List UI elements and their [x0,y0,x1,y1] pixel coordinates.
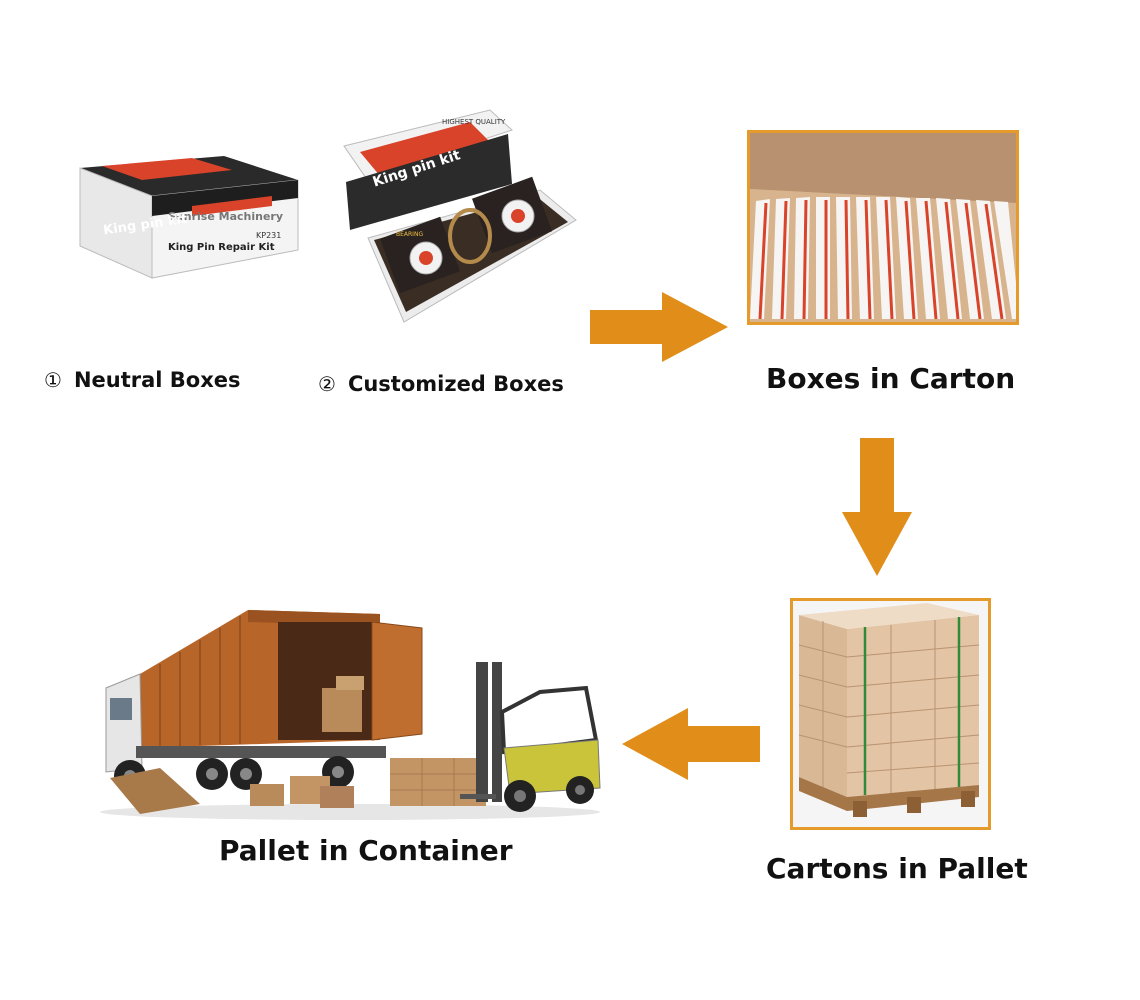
customized-boxes-text: Customized Boxes [347,372,564,396]
cartons-in-pallet-label: Cartons in Pallet [766,852,1028,885]
customized-insert-label: BEARING [396,231,423,238]
customized-box-image: HIGHEST QUALITY King pin kit BEARING Kin… [340,108,580,330]
pallet-in-container-label: Pallet in Container [219,834,513,867]
carton-image [747,130,1019,325]
neutral-box-print: King Pin Repair Kit [168,242,275,253]
neutral-boxes-label: ① Neutral Boxes [44,368,241,392]
container-truck-image [100,608,610,820]
arrow-right-icon [590,292,730,362]
boxes-in-carton-label: Boxes in Carton [766,362,1016,395]
customized-box-tag: HIGHEST QUALITY [442,118,506,126]
neutral-boxes-text: Neutral Boxes [73,368,241,392]
customized-boxes-number: ② [318,372,336,396]
arrow-left-icon [622,708,762,780]
neutral-boxes-number: ① [44,368,62,392]
customized-boxes-label: ② Customized Boxes [318,372,564,396]
neutral-box-code: KP231 [256,231,281,240]
arrow-down-icon [840,438,914,578]
neutral-box-watermark: Sunrise Machinery [168,210,283,223]
pallet-image [790,598,991,830]
neutral-box-image: Sunrise Machinery King Pin Repair Kit KP… [72,150,302,290]
carton-box-rows [750,197,1016,320]
